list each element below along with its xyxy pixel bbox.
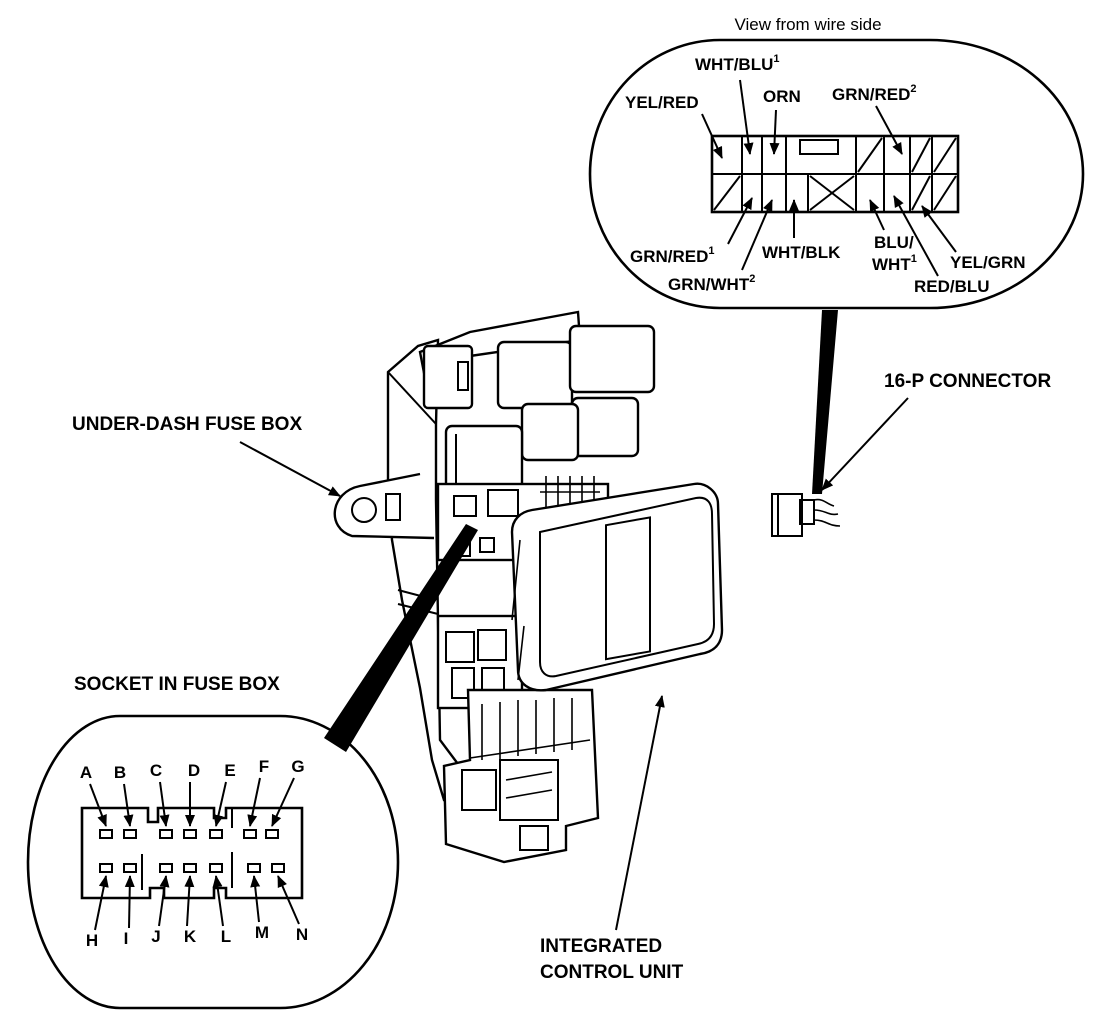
pin-leader-e (213, 781, 227, 827)
pin-label-l: L (221, 927, 231, 946)
pin-leader-a (89, 783, 107, 827)
connector-lock-tab (799, 139, 839, 155)
socket-pin-b (123, 829, 137, 839)
connector-16p-label: 16-P CONNECTOR (884, 371, 1051, 392)
socket-pin-c (159, 829, 173, 839)
wire-leader-arrows (701, 79, 957, 277)
wire-label-yel-grn: YEL/GRN (950, 253, 1026, 272)
socket-bubble: A B C D E F G H I J K L M N (26, 714, 400, 1010)
pin-leader-n (277, 875, 300, 925)
socket-in-fuse-box-label: SOCKET IN FUSE BOX (74, 674, 280, 695)
pin-leader-f (247, 777, 261, 827)
pin-label-g: G (291, 757, 304, 776)
pin-label-m: M (255, 923, 269, 942)
pin-leader-b (123, 783, 134, 827)
socket-pin-j (159, 863, 173, 873)
pin-label-e: E (224, 761, 235, 780)
pin-label-d: D (188, 761, 200, 780)
socket-pin-g (265, 829, 279, 839)
socket-pins-bottom: H I J K L M N (86, 863, 308, 950)
wire-label-wht-blu: WHT/BLU1 (695, 53, 780, 74)
under-dash-fuse-box-leader (239, 441, 341, 497)
pin-leader-k (184, 875, 195, 927)
wire-label-wht: WHT1 (872, 253, 917, 274)
integrated-control-unit-leader (615, 695, 665, 931)
pin-label-n: N (296, 925, 308, 944)
wire-label-yel-red: YEL/RED (625, 93, 699, 112)
socket-pin-h (99, 863, 113, 873)
socket-pin-i (123, 863, 137, 873)
wire-label-red-blu: RED/BLU (914, 277, 990, 296)
pin-label-i: I (124, 929, 129, 948)
pin-leader-i (124, 875, 135, 929)
connector-view-outline (588, 38, 1085, 310)
wire-label-blu: BLU/ (874, 233, 914, 252)
pin-label-c: C (150, 761, 162, 780)
socket-pin-k (183, 863, 197, 873)
pin-label-a: A (80, 763, 92, 782)
integrated-control-unit-label-line2: CONTROL UNIT (540, 962, 684, 983)
connector-view-caption: View from wire side (734, 15, 881, 34)
connector-view-bubble: View from wire side YEL/RED (588, 15, 1085, 494)
pin-label-k: K (184, 927, 197, 946)
under-dash-fuse-box-label: UNDER-DASH FUSE BOX (72, 414, 302, 435)
socket-pin-f (243, 829, 257, 839)
pin-label-b: B (114, 763, 126, 782)
pin-leader-g (271, 777, 295, 827)
socket-body (80, 806, 304, 900)
wire-label-grn-wht: GRN/WHT2 (668, 273, 755, 294)
connector-16p-leader (821, 397, 909, 491)
pin-label-j: J (151, 927, 160, 946)
integrated-control-unit-body (510, 482, 724, 692)
connector-16p-plug (771, 493, 841, 537)
bubble-tail (812, 310, 838, 494)
pin-leader-h (94, 875, 109, 931)
socket-pin-d (183, 829, 197, 839)
pin-leader-c (159, 781, 170, 827)
pin-label-h: H (86, 931, 98, 950)
wire-side-connector (710, 134, 960, 214)
socket-pin-n (271, 863, 285, 873)
socket-pin-m (247, 863, 261, 873)
integrated-control-unit-label-line1: INTEGRATED (540, 936, 662, 957)
wire-label-grn-red-2: GRN/RED2 (832, 83, 917, 104)
pin-leader-m (250, 875, 261, 923)
socket-bubble-tail (324, 524, 478, 752)
wire-label-grn-red-1: GRN/RED1 (630, 245, 715, 266)
socket-pin-l (209, 863, 223, 873)
pin-leader-l (212, 875, 224, 927)
socket-pin-a (99, 829, 113, 839)
wire-label-wht-blk: WHT/BLK (762, 243, 841, 262)
under-dash-fuse-box-body (333, 310, 656, 864)
socket-pins-top: A B C D E F G (80, 757, 305, 839)
pin-leader-j (158, 875, 170, 927)
socket-pin-e (209, 829, 223, 839)
pin-label-f: F (259, 757, 269, 776)
socket-bubble-outline (26, 714, 400, 1010)
wire-label-orn: ORN (763, 87, 801, 106)
